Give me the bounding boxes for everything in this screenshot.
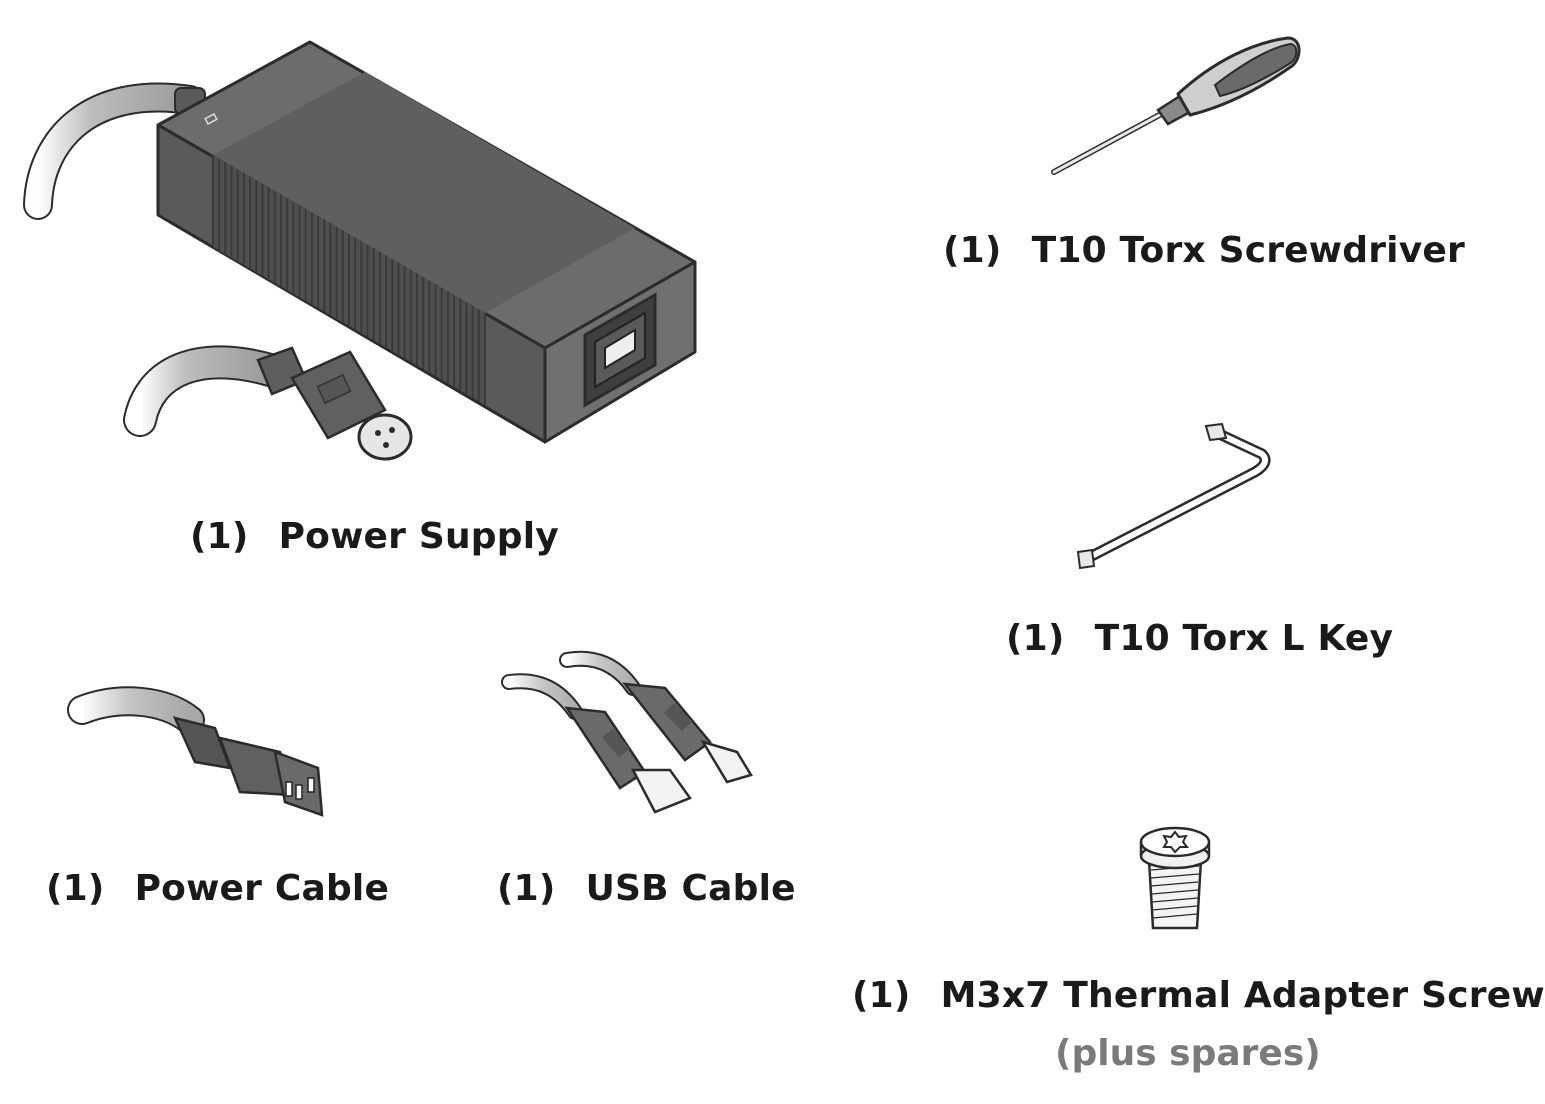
item-label-l-key: (1) T10 Torx L Key [1006,618,1393,659]
item-note-plus-spares: (plus spares) [1055,1033,1321,1074]
item-quantity: (1) [46,868,105,909]
power-cable-icon [67,686,340,830]
power-supply-icon [23,30,710,470]
l-key-icon [1070,420,1280,580]
item-name: T10 Torx Screwdriver [1031,230,1465,271]
item-label-screw: (1) M3x7 Thermal Adapter Screw [852,975,1545,1016]
item-label-screwdriver: (1) T10 Torx Screwdriver [943,230,1465,271]
screw-icon [1135,820,1215,935]
item-name: USB Cable [585,868,796,909]
usb-cable-icon [501,650,755,820]
item-quantity: (1) [190,516,249,557]
item-name: Power Supply [278,516,559,557]
screwdriver-icon [1040,30,1310,190]
item-quantity: (1) [1006,618,1065,659]
item-name: M3x7 Thermal Adapter Screw [940,975,1545,1016]
item-label-power-supply: (1) Power Supply [190,516,559,557]
item-name: Power Cable [134,868,390,909]
item-label-power-cable: (1) Power Cable [46,868,389,909]
item-quantity: (1) [943,230,1002,271]
item-name: T10 Torx L Key [1094,618,1394,659]
item-quantity: (1) [497,868,556,909]
item-label-usb-cable: (1) USB Cable [497,868,796,909]
item-quantity: (1) [852,975,911,1016]
